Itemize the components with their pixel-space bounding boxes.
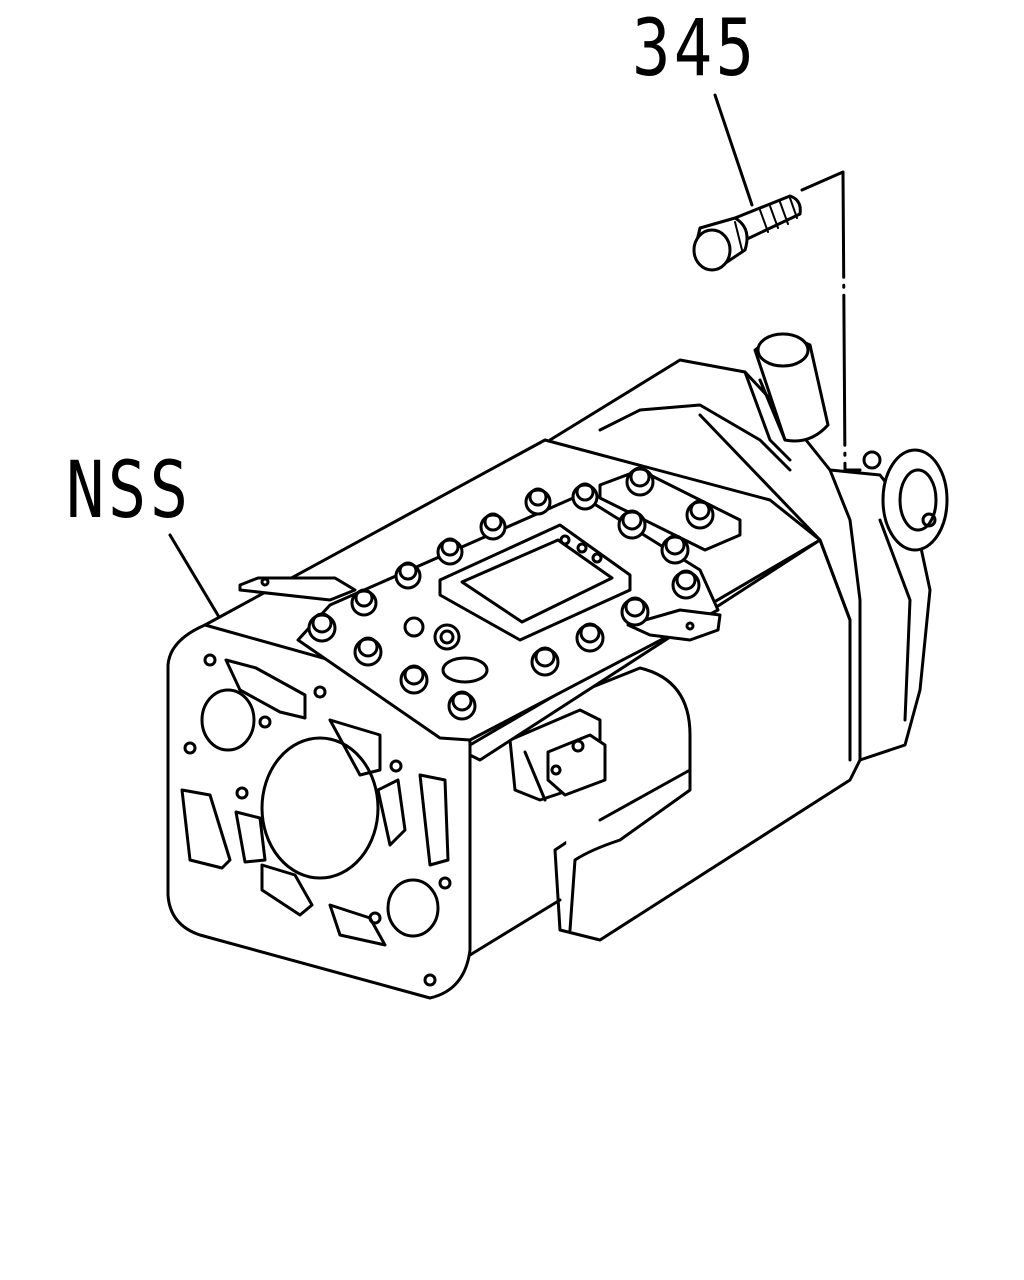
leader-line-345 [713, 93, 754, 207]
top-cover-plate [238, 466, 742, 742]
callout-345: 345 [632, 4, 758, 94]
front-face-openings [180, 653, 452, 987]
install-guide-line [800, 170, 862, 472]
cover-bolts [307, 466, 715, 721]
callout-nss: NSS [66, 446, 192, 536]
bolt-345 [692, 194, 802, 272]
transmission-housing [166, 332, 949, 1000]
leader-line-nss [168, 533, 224, 624]
